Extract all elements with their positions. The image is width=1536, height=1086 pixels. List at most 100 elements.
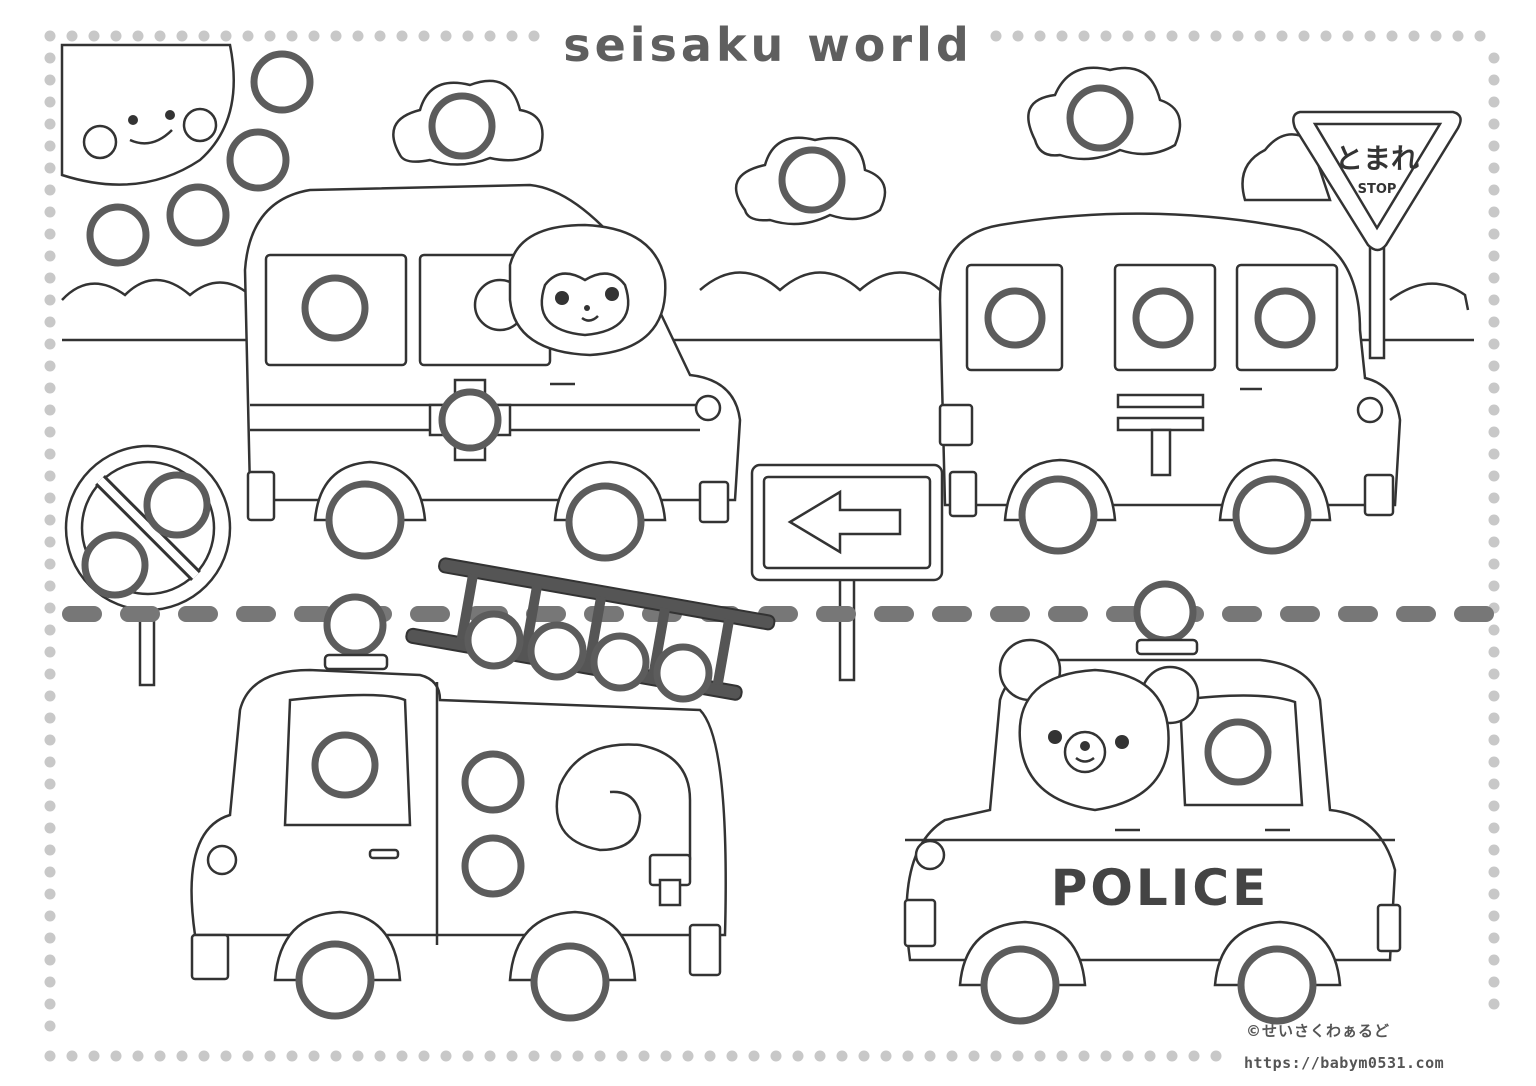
border-dot <box>506 1050 518 1062</box>
border-dot <box>44 206 56 218</box>
border-dot <box>132 1050 144 1062</box>
road-dash <box>990 606 1030 622</box>
border-dot <box>44 162 56 174</box>
page-title: seisaku world <box>563 18 973 72</box>
border-dot <box>44 712 56 724</box>
border-dot <box>1364 30 1376 42</box>
border-dot <box>1166 1050 1178 1062</box>
border-dot <box>1488 52 1500 64</box>
road-dash <box>178 606 218 622</box>
border-dot <box>660 1050 672 1062</box>
border-dot <box>198 1050 210 1062</box>
border-dot <box>1056 30 1068 42</box>
road-dash <box>874 606 914 622</box>
border-dot <box>1166 30 1178 42</box>
border-dot <box>528 1050 540 1062</box>
border-dot <box>44 690 56 702</box>
cloud-right <box>1027 66 1182 161</box>
border-dot <box>440 30 452 42</box>
border-dot <box>44 558 56 570</box>
border-dot <box>1188 30 1200 42</box>
road-dash <box>1048 606 1088 622</box>
copyright-credit: ©せいさくわぁるど <box>1246 1022 1391 1040</box>
border-dot <box>1488 514 1500 526</box>
border-dot <box>1488 96 1500 108</box>
border-dot <box>1488 690 1500 702</box>
border-dot <box>748 1050 760 1062</box>
border-dot <box>44 96 56 108</box>
road-dash <box>120 606 160 622</box>
border-dot <box>330 30 342 42</box>
border-dot <box>44 1050 56 1062</box>
border-dot <box>572 1050 584 1062</box>
border-dot <box>308 1050 320 1062</box>
border-dot <box>1488 250 1500 262</box>
border-dot <box>1078 1050 1090 1062</box>
border-dot <box>220 30 232 42</box>
border-dot <box>396 30 408 42</box>
border-dot <box>1232 30 1244 42</box>
border-dot <box>44 184 56 196</box>
border-dot <box>1488 734 1500 746</box>
border-dot <box>1488 162 1500 174</box>
border-dot <box>1488 426 1500 438</box>
border-dot <box>44 910 56 922</box>
border-dot <box>1488 580 1500 592</box>
border-dot <box>44 448 56 460</box>
border-dot <box>1488 492 1500 504</box>
border-dot <box>330 1050 342 1062</box>
border-dot <box>1488 272 1500 284</box>
border-dot <box>594 1050 606 1062</box>
border-dot <box>44 822 56 834</box>
border-dot <box>1342 30 1354 42</box>
police-label: POLICE <box>1051 859 1269 917</box>
border-dot <box>1210 1050 1222 1062</box>
border-dot <box>1488 118 1500 130</box>
border-dot <box>1488 316 1500 328</box>
border-dot <box>1430 30 1442 42</box>
border-dot <box>286 30 298 42</box>
border-dot <box>770 1050 782 1062</box>
border-dot <box>880 1050 892 1062</box>
border-dot <box>44 800 56 812</box>
border-dot <box>1144 1050 1156 1062</box>
border-dot <box>1122 30 1134 42</box>
border-dot <box>44 140 56 152</box>
border-dot <box>902 1050 914 1062</box>
border-dot <box>836 1050 848 1062</box>
border-dot <box>242 1050 254 1062</box>
border-dot <box>66 30 78 42</box>
border-dot <box>44 250 56 262</box>
road-dash <box>62 606 102 622</box>
border-dot <box>990 30 1002 42</box>
border-dot <box>44 294 56 306</box>
border-dot <box>638 1050 650 1062</box>
border-dot <box>1488 998 1500 1010</box>
road-dash <box>1454 606 1494 622</box>
border-dot <box>44 470 56 482</box>
border-dot <box>1488 976 1500 988</box>
border-dot <box>1488 382 1500 394</box>
post-van <box>938 212 1402 555</box>
border-dot <box>44 668 56 680</box>
border-dot <box>792 1050 804 1062</box>
border-dot <box>1488 140 1500 152</box>
border-dot <box>374 1050 386 1062</box>
border-dot <box>418 1050 430 1062</box>
border-dot <box>1488 404 1500 416</box>
road-dash <box>236 606 276 622</box>
no-parking-sign <box>64 444 232 687</box>
border-dot <box>1488 844 1500 856</box>
border-dot <box>1488 646 1500 658</box>
border-dot <box>286 1050 298 1062</box>
border-dot <box>44 756 56 768</box>
border-dot <box>1488 932 1500 944</box>
border-dot <box>44 888 56 900</box>
border-dot <box>1488 800 1500 812</box>
border-dot <box>1488 756 1500 768</box>
border-dot <box>44 272 56 284</box>
border-dot <box>110 1050 122 1062</box>
border-dot <box>154 1050 166 1062</box>
border-dot <box>1276 30 1288 42</box>
border-dot <box>44 624 56 636</box>
